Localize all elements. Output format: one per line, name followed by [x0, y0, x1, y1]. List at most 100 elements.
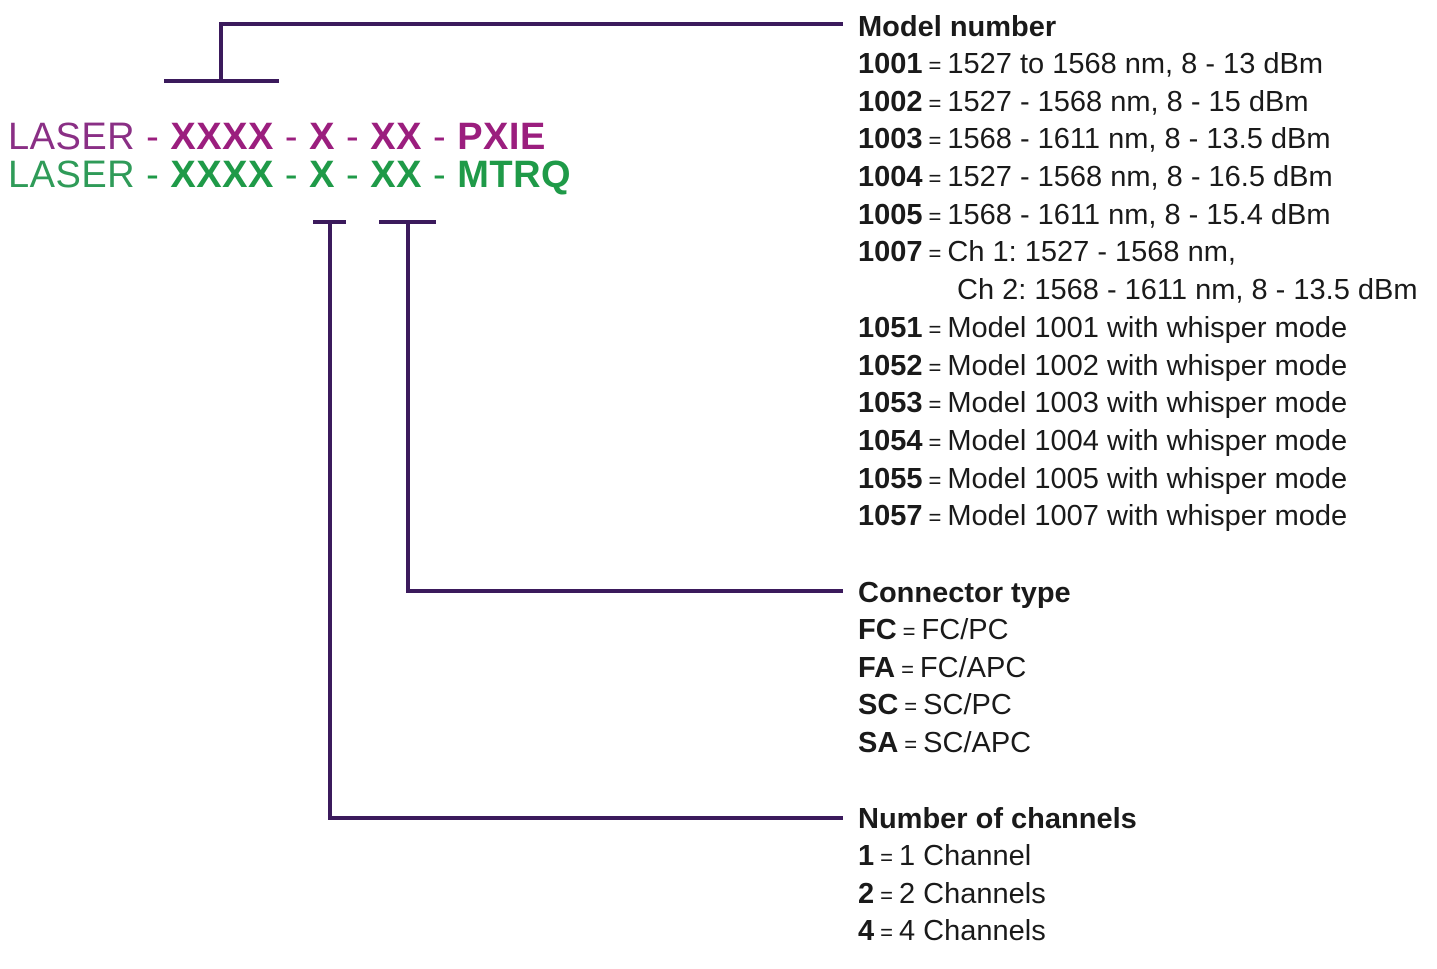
part-number-pxie: LASER - XXXX - X - XX - PXIE — [8, 118, 546, 156]
item-desc: Model 1004 with whisper mode — [947, 424, 1348, 457]
item-code: 1004 — [858, 161, 923, 194]
equals-sign: = — [928, 392, 942, 418]
item-code: FC — [858, 614, 897, 646]
item-desc: 1527 - 1568 nm, 8 - 16.5 dBm — [947, 161, 1333, 194]
legend-item: SA=SC/APC — [858, 725, 1071, 763]
equals-sign: = — [928, 166, 942, 192]
item-desc: Model 1007 with whisper mode — [947, 500, 1348, 533]
item-code: 1007 — [858, 236, 923, 269]
pn-platform-segment: PXIE — [457, 116, 546, 158]
item-code: 1002 — [858, 85, 923, 118]
legend-item: 4=4 Channels — [858, 913, 1137, 951]
item-desc: 2 Channels — [899, 877, 1046, 910]
item-desc: Ch 1: 1527 - 1568 nm, — [947, 236, 1236, 269]
equals-sign: = — [904, 694, 918, 720]
item-desc: 1527 to 1568 nm, 8 - 13 dBm — [947, 48, 1324, 80]
item-desc: 1527 - 1568 nm, 8 - 15 dBm — [947, 85, 1309, 118]
legend-item: 1051=Model 1001 with whisper mode — [858, 310, 1418, 348]
item-desc: SC/PC — [923, 689, 1012, 722]
item-desc: FC/APC — [919, 651, 1027, 684]
legend-item: SC=SC/PC — [858, 687, 1071, 725]
item-code: 1001 — [858, 48, 923, 80]
pn-separator: - — [334, 154, 371, 196]
connector-type-heading: Connector type — [858, 577, 1071, 609]
item-code: SC — [858, 689, 899, 722]
legend-item: 1007=Ch 1: 1527 - 1568 nm, — [858, 234, 1418, 272]
pn-separator: - — [273, 116, 310, 158]
part-number-mtrq: LASER - XXXX - X - XX - MTRQ — [8, 156, 571, 194]
legend-item: 1002=1527 - 1568 nm, 8 - 15 dBm — [858, 84, 1418, 122]
legend-item: 1053=Model 1003 with whisper mode — [858, 385, 1418, 423]
item-desc: Model 1002 with whisper mode — [947, 349, 1348, 382]
equals-sign: = — [880, 882, 893, 908]
legend-item: 1054=Model 1004 with whisper mode — [858, 423, 1418, 461]
equals-sign: = — [902, 619, 916, 644]
pn-separator: - — [421, 154, 458, 196]
item-desc: Model 1001 with whisper mode — [947, 311, 1348, 344]
model-number-legend: Model number 1001=1527 to 1568 nm, 8 - 1… — [858, 8, 1418, 536]
legend-item: FA=FC/APC — [858, 650, 1071, 688]
item-desc: 1568 - 1611 nm, 8 - 13.5 dBm — [947, 123, 1331, 156]
item-code: 4 — [858, 915, 875, 948]
legend-item: 1=1 Channel — [858, 838, 1137, 876]
equals-sign: = — [928, 505, 942, 531]
item-code: 1053 — [858, 387, 923, 420]
item-code: 1055 — [858, 462, 923, 495]
legend-item: 2=2 Channels — [858, 876, 1137, 914]
item-desc: SC/APC — [923, 727, 1032, 760]
pn-channels-segment: X — [309, 116, 335, 158]
pn-separator: - — [135, 116, 171, 158]
item-code: FA — [858, 651, 896, 684]
legend-item: 1001=1527 to 1568 nm, 8 - 13 dBm — [858, 46, 1418, 84]
pn-separator: - — [421, 116, 458, 158]
pn-separator: - — [273, 154, 310, 196]
item-code: 1054 — [858, 424, 923, 457]
equals-sign: = — [928, 316, 942, 342]
equals-sign: = — [928, 429, 942, 455]
item-code: 1057 — [858, 500, 923, 533]
model-leader-line — [219, 22, 843, 81]
item-code: 1051 — [858, 311, 923, 344]
equals-sign: = — [928, 241, 942, 267]
item-desc: Model 1003 with whisper mode — [947, 387, 1348, 420]
number-of-channels-legend: Number of channels 1=1 Channel 2=2 Chann… — [858, 800, 1137, 951]
item-desc: 1 Channel — [899, 840, 1032, 872]
pn-separator: - — [334, 116, 371, 158]
item-code: 1003 — [858, 123, 923, 156]
item-desc: FC/PC — [921, 614, 1009, 646]
item-code: SA — [858, 727, 899, 760]
legend-item: 1003=1568 - 1611 nm, 8 - 13.5 dBm — [858, 121, 1418, 159]
pn-connector-segment: XX — [370, 154, 422, 196]
item-desc: 4 Channels — [899, 915, 1046, 948]
equals-sign: = — [928, 90, 942, 116]
model-number-heading: Model number — [858, 11, 1057, 43]
number-of-channels-heading: Number of channels — [858, 803, 1137, 835]
equals-sign: = — [880, 845, 893, 870]
item-desc: Model 1005 with whisper mode — [947, 462, 1348, 495]
legend-item: FC=FC/PC — [858, 612, 1071, 650]
connector-type-legend: Connector type FC=FC/PC FA=FC/APC SC=SC/… — [858, 574, 1071, 763]
equals-sign: = — [901, 656, 914, 682]
channels-leader-line — [328, 222, 843, 820]
pn-channels-segment: X — [309, 154, 335, 196]
connector-leader-line — [406, 222, 843, 593]
equals-sign: = — [928, 53, 942, 78]
item-desc: 1568 - 1611 nm, 8 - 15.4 dBm — [947, 198, 1331, 231]
item-code: 1052 — [858, 349, 923, 382]
item-code: 1 — [858, 840, 875, 872]
pn-connector-segment: XX — [370, 116, 422, 158]
legend-item: 1052=Model 1002 with whisper mode — [858, 348, 1418, 386]
item-code: 2 — [858, 877, 875, 910]
pn-model-segment: XXXX — [170, 116, 274, 158]
legend-item: 1057=Model 1007 with whisper mode — [858, 498, 1418, 536]
legend-item: 1004=1527 - 1568 nm, 8 - 16.5 dBm — [858, 159, 1418, 197]
equals-sign: = — [904, 732, 918, 758]
equals-sign: = — [928, 128, 942, 154]
pn-model-segment: XXXX — [170, 154, 274, 196]
equals-sign: = — [928, 354, 942, 380]
pn-separator: - — [135, 154, 171, 196]
legend-item: 1055=Model 1005 with whisper mode — [858, 461, 1418, 499]
pn-prefix: LASER — [8, 116, 136, 158]
equals-sign: = — [928, 467, 942, 493]
